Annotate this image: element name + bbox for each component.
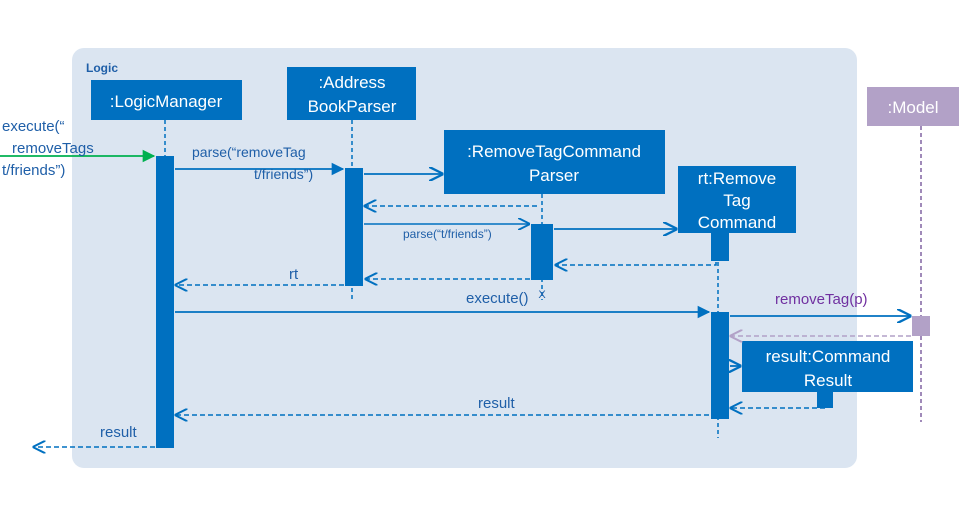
participant-remove-tag-parser-label-2: Parser <box>529 166 579 185</box>
rt-return-label: rt <box>289 266 299 283</box>
create-command-return-arrow <box>556 262 717 265</box>
activation-command-result <box>817 392 833 408</box>
participant-remove-tag-command-label-2: Tag <box>723 191 750 210</box>
participant-remove-tag-command: rt:Remove Tag Command <box>678 166 796 233</box>
parse-inner-label: parse(“t/friends”) <box>403 227 492 241</box>
activation-address-book-parser <box>345 168 363 286</box>
participant-address-book-parser-label-2: BookParser <box>308 97 397 116</box>
participant-logic-manager: :LogicManager <box>91 80 242 120</box>
parse-label-1: parse(“removeTag <box>192 144 306 160</box>
participant-address-book-parser: :Address BookParser <box>287 67 416 120</box>
execute-label: execute() <box>466 290 529 307</box>
participant-remove-tag-parser: :RemoveTagCommand Parser <box>444 130 665 194</box>
result-return-label: result <box>478 395 516 412</box>
participant-logic-manager-label: :LogicManager <box>110 92 223 111</box>
frame-label: Logic <box>86 61 118 75</box>
participant-remove-tag-command-label-1: rt:Remove <box>698 169 776 188</box>
participant-command-result-label-2: Result <box>804 371 852 390</box>
activation-remove-tag-parser <box>531 224 553 280</box>
remove-tag-label: removeTag(p) <box>775 291 868 308</box>
activation-remove-tag-command-head <box>711 233 729 261</box>
participant-model-label: :Model <box>887 98 938 117</box>
incoming-execute-label-3: t/friends”) <box>2 162 65 179</box>
activation-remove-tag-command <box>711 312 729 419</box>
participant-remove-tag-command-label-3: Command <box>698 213 776 232</box>
result-out-label: result <box>100 424 138 441</box>
parser-destroy-mark: X <box>538 289 546 301</box>
participant-command-result-label-1: result:Command <box>766 347 891 366</box>
parse-label-2: t/friends”) <box>254 166 313 182</box>
activation-logic-manager <box>156 156 174 448</box>
incoming-execute-label-1: execute(“ <box>2 118 65 135</box>
participant-address-book-parser-label-1: :Address <box>318 73 385 92</box>
participant-model: :Model <box>867 87 959 126</box>
activation-model <box>912 316 930 336</box>
incoming-execute-label-2: removeTags <box>12 140 94 157</box>
participant-remove-tag-parser-label-1: :RemoveTagCommand <box>467 142 641 161</box>
participant-command-result: result:Command Result <box>742 341 913 392</box>
